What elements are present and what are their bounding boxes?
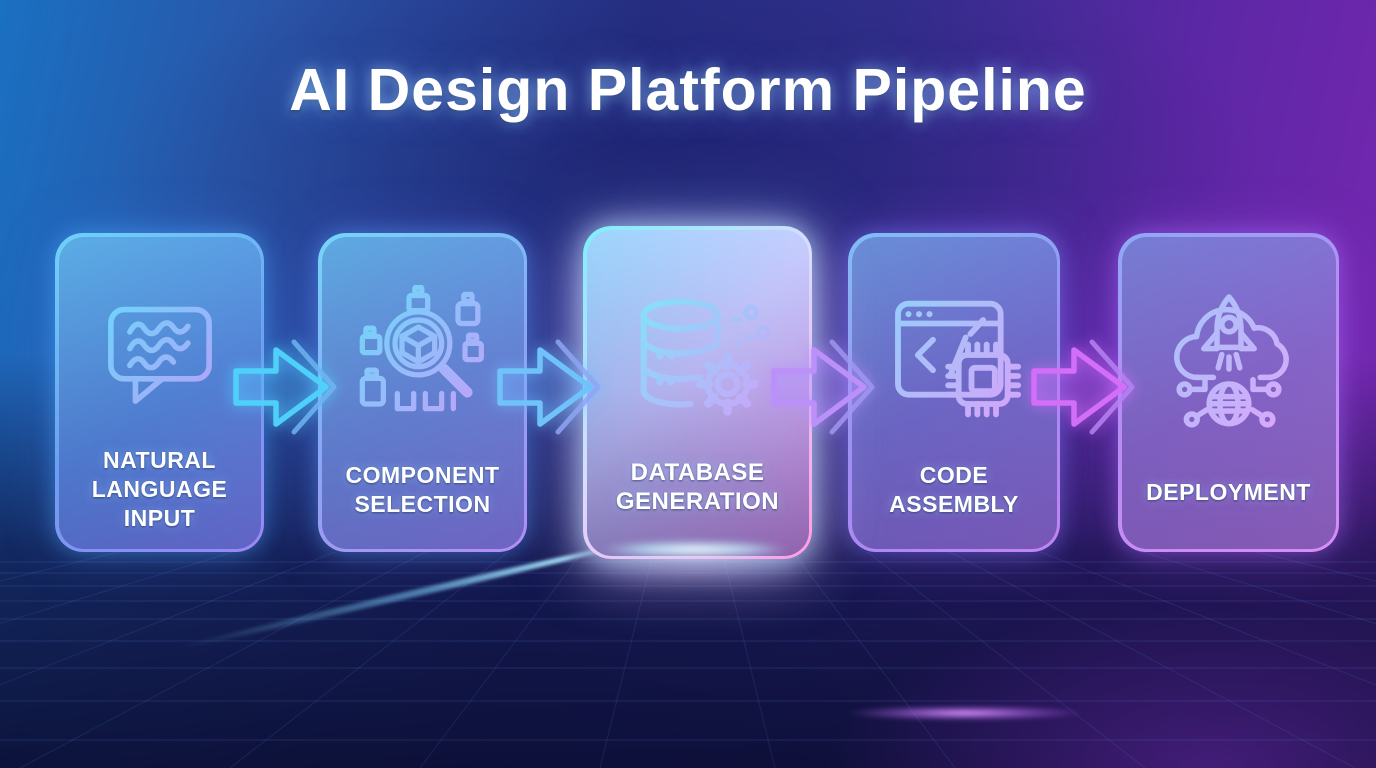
database-gear-icon — [640, 297, 771, 416]
cloud-rocket-icon — [1173, 293, 1289, 428]
stage-label: NATURAL LANGUAGE INPUT — [91, 446, 228, 531]
page-title: AI Design Platform Pipeline — [289, 57, 1087, 123]
stage-label: DEPLOYMENT — [1146, 478, 1311, 505]
speech-bubble-icon — [107, 306, 212, 404]
arrow-right-icon — [497, 339, 601, 435]
component-search-icon — [359, 284, 484, 411]
purple-light-streak — [845, 705, 1085, 721]
stage-label: DATABASE GENERATION — [615, 458, 780, 515]
stage-card-deployment: DEPLOYMENT — [1118, 233, 1339, 552]
arrow-right-icon — [1031, 339, 1135, 435]
stage-label: CODE ASSEMBLY — [889, 461, 1019, 517]
card-body: DEPLOYMENT — [1121, 236, 1336, 549]
arrow-right-icon — [233, 339, 337, 435]
arrow-right-icon — [771, 339, 875, 435]
highlight-card-bottom-glow — [600, 541, 790, 558]
stage-label: COMPONENT SELECTION — [345, 461, 500, 517]
code-chip-icon — [895, 300, 1022, 417]
perspective-grid — [0, 552, 1376, 768]
